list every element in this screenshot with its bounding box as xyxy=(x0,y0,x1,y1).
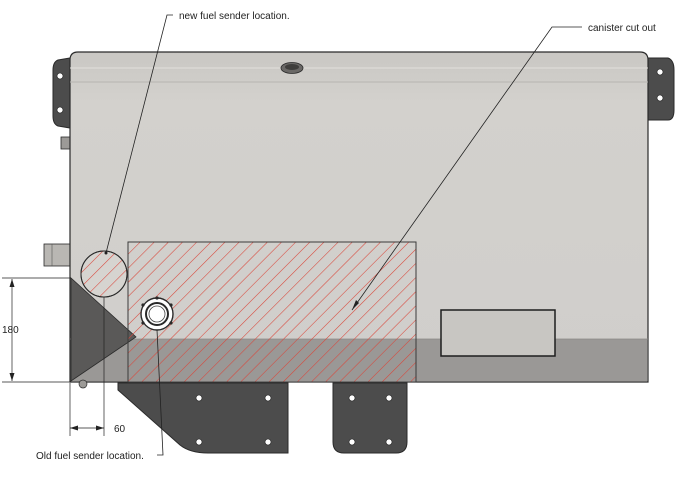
canister-cutout-label: canister cut out xyxy=(588,23,656,34)
new-fuel-sender-label: new fuel sender location. xyxy=(179,11,290,22)
leader-lines xyxy=(105,14,582,456)
side-fitting-lower xyxy=(43,243,71,267)
corner-wedge xyxy=(70,277,137,382)
dimension-60-label: 60 xyxy=(114,424,126,435)
drain-plug xyxy=(78,379,88,389)
left-mounting-bracket xyxy=(52,57,71,129)
access-window xyxy=(440,309,556,357)
filler-cap xyxy=(280,62,304,74)
old-fuel-sender xyxy=(140,297,174,331)
new-fuel-sender-circle xyxy=(80,250,128,298)
dimension-180 xyxy=(2,277,71,383)
old-fuel-sender-bolts xyxy=(141,296,173,325)
dimension-180-label: 180 xyxy=(2,325,19,336)
lower-frame-bracket-left xyxy=(117,382,289,454)
old-fuel-sender-label: Old fuel sender location. xyxy=(36,451,144,462)
canister-cutout-area xyxy=(127,241,417,383)
lower-frame-bracket-right xyxy=(332,382,408,454)
side-fitting-upper xyxy=(60,136,71,150)
right-mounting-bracket xyxy=(647,57,675,121)
